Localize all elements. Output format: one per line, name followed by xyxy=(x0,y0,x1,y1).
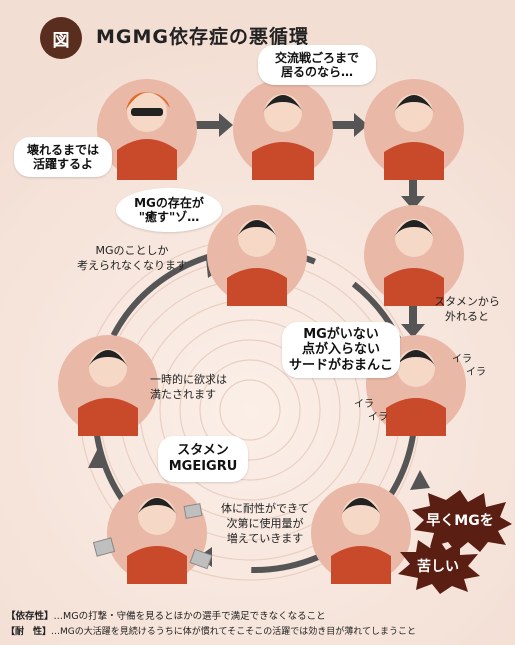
burst-kurushii xyxy=(398,538,480,594)
footer-dependence-term: 【依存性】 xyxy=(6,611,54,622)
character-worried xyxy=(233,79,333,180)
bubble-no-points: MGがいない 点が入らない サードがおまんこ xyxy=(282,322,400,378)
character-tolerance xyxy=(92,483,213,584)
footer-dependence: 【依存性】…MGの打撃・守備を見るとほかの選手で満足できなくなること xyxy=(6,608,326,622)
burst-hayaku-text: 早くMGを xyxy=(426,513,494,529)
character-dropped xyxy=(364,205,464,306)
label-off-lineup: スタメンから 外れると xyxy=(434,295,500,323)
bubble-mg-heals: MGの存在が "癒す"ゾ… xyxy=(116,188,222,232)
character-satisfied xyxy=(58,335,158,436)
footer-tolerance-term: 【耐 性】 xyxy=(6,627,52,637)
bubble-until-broken: 壊れるまでは 活躍するよ xyxy=(14,137,112,177)
burst-hayaku xyxy=(412,490,512,552)
footer-tolerance: 【耐 性】…MGの大活躍を見続けるうちに体が慣れてそこそこの活躍では効き目が薄れ… xyxy=(6,624,416,637)
bubble-interleague: 交流戦ごろまで 居るのなら… xyxy=(258,45,376,85)
footer-tolerance-text: …MGの大活躍を見続けるうちに体が慣れてそこそこの活躍では効き目が薄れてしまうこ… xyxy=(51,627,416,637)
character-craving xyxy=(207,205,307,306)
bubble-lineup: スタメン MGEIGRU xyxy=(158,436,248,482)
character-nervous xyxy=(364,79,464,180)
burst-kurushii-text: 苦しい xyxy=(417,559,459,575)
sfx-ira-2: イラ xyxy=(466,367,486,378)
character-sunglasses xyxy=(97,79,197,180)
sfx-ira-4: イラ xyxy=(368,412,388,423)
footer-dependence-text: …MGの打撃・守備を見るとほかの選手で満足できなくなること xyxy=(53,611,326,622)
sfx-ira-3: イラ xyxy=(354,399,374,410)
label-tolerance: 体に耐性ができて 次第に使用量が 増えていきます xyxy=(221,502,309,545)
label-satisfied: 一時的に欲求は 満たされます xyxy=(150,373,227,401)
sfx-ira-1: イラ xyxy=(452,354,472,365)
page-title: MGMG依存症の悪循環 xyxy=(96,26,310,48)
character-irritated xyxy=(366,335,466,436)
character-suffering xyxy=(311,483,411,584)
title-badge: 図 xyxy=(40,17,82,59)
label-only-mg: MGのことしか 考えられなくなります xyxy=(77,244,187,272)
